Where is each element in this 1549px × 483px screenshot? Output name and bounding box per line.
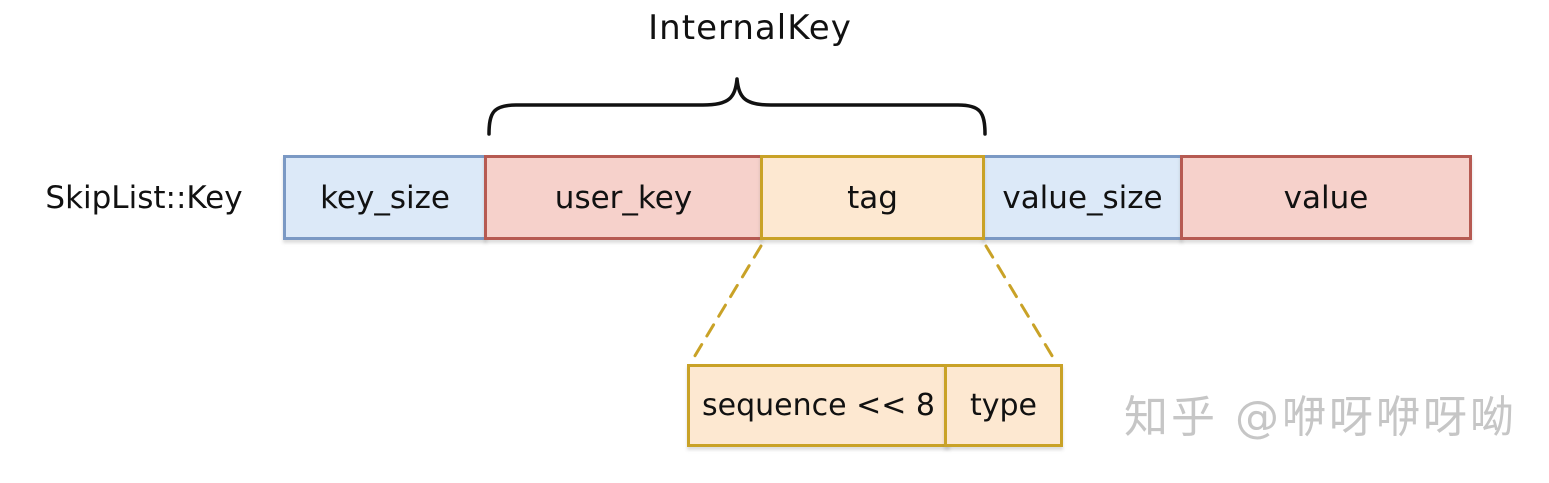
segment-key-size: key_size [283, 155, 487, 240]
segment-key-size-label: key_size [320, 179, 450, 216]
tag-expansion-type-box: type [944, 364, 1063, 447]
segment-tag-label: tag [847, 179, 898, 216]
segment-tag: tag [760, 155, 985, 240]
tag-expansion-sequence-box: sequence << 8 [687, 364, 950, 447]
segment-value-size-label: value_size [1002, 179, 1163, 216]
zhihu-watermark: 知乎 @咿呀咿呀呦 [1124, 392, 1517, 443]
segment-value-size: value_size [982, 155, 1183, 240]
segment-user-key-label: user_key [554, 179, 693, 216]
skiplist-key-label: SkipList::Key [45, 179, 243, 216]
sequence-shift-label: sequence << 8 [702, 388, 935, 423]
segment-user-key: user_key [484, 155, 763, 240]
internalkey-title: InternalKey [648, 8, 852, 48]
type-label: type [969, 388, 1038, 423]
segment-value: value [1180, 155, 1472, 240]
internalkey-brace [487, 77, 987, 136]
tag-expansion-right-dashed-line [984, 244, 1056, 361]
segment-value-label: value [1283, 179, 1369, 216]
tag-expansion-left-dashed-line [691, 244, 763, 361]
